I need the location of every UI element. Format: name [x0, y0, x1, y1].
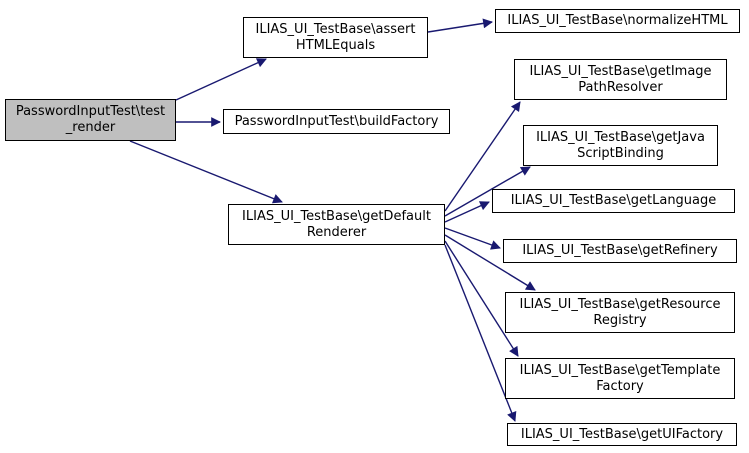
- node-label-line: ILIAS_UI_TestBase\getLanguage: [510, 193, 717, 208]
- edge-getDefaultRenderer-getLanguage: [444, 201, 490, 223]
- edge-assertHTMLEquals-normalizeHTML: [427, 18, 493, 33]
- node-test-render: PasswordInputTest\test _render: [5, 99, 176, 141]
- node-get-ui-factory[interactable]: ILIAS_UI_TestBase\getUIFactory: [507, 423, 737, 446]
- edge-getDefaultRenderer-getTemplateFactory: [444, 240, 519, 357]
- edge-test_render-assertHTMLEquals: [175, 58, 267, 101]
- node-label-line: ILIAS_UI_TestBase\getImage: [529, 63, 712, 79]
- node-label-line: Renderer: [306, 224, 367, 240]
- node-label-line: PathResolver: [578, 79, 663, 95]
- edge-getDefaultRenderer-getResourceRegistry: [444, 234, 536, 291]
- node-label-line: ILIAS_UI_TestBase\getDefault: [242, 208, 431, 224]
- node-label-line: ILIAS_UI_TestBase\getUIFactory: [520, 426, 724, 442]
- edge-test_render-getDefaultRenderer: [129, 140, 283, 204]
- node-label-line: ScriptBinding: [577, 145, 664, 161]
- node-get-refinery[interactable]: ILIAS_UI_TestBase\getRefinery: [503, 239, 737, 263]
- node-label-line: ILIAS_UI_TestBase\getJava: [536, 129, 705, 145]
- node-get-language[interactable]: ILIAS_UI_TestBase\getLanguage: [492, 189, 735, 213]
- edge-getDefaultRenderer-getJavaScriptBinding: [444, 166, 531, 217]
- node-get-default-renderer[interactable]: ILIAS_UI_TestBase\getDefault Renderer: [228, 204, 445, 245]
- node-assert-htmlequals[interactable]: ILIAS_UI_TestBase\assert HTMLEquals: [243, 17, 428, 58]
- node-build-factory[interactable]: PasswordInputTest\buildFactory: [223, 109, 450, 134]
- node-label-line: ILIAS_UI_TestBase\getTemplate: [519, 362, 721, 378]
- node-get-template-factory[interactable]: ILIAS_UI_TestBase\getTemplate Factory: [505, 358, 735, 399]
- node-label-line: ILIAS_UI_TestBase\getResource: [519, 296, 721, 312]
- node-label-line: Registry: [593, 312, 647, 328]
- node-label-line: ILIAS_UI_TestBase\normalizeHTML: [507, 13, 728, 28]
- node-label-line: _render: [65, 120, 116, 135]
- node-label-line: PasswordInputTest\buildFactory: [234, 113, 439, 129]
- node-label-line: ILIAS_UI_TestBase\assert: [255, 21, 416, 37]
- node-get-image-path-resolver[interactable]: ILIAS_UI_TestBase\getImage PathResolver: [514, 59, 727, 100]
- node-normalize-html[interactable]: ILIAS_UI_TestBase\normalizeHTML: [495, 9, 740, 33]
- node-label-line: Factory: [596, 378, 644, 394]
- node-get-java-script-binding[interactable]: ILIAS_UI_TestBase\getJava ScriptBinding: [523, 125, 718, 166]
- edge-getDefaultRenderer-getUIFactory: [444, 244, 517, 422]
- edge-getDefaultRenderer-getRefinery: [444, 227, 501, 250]
- node-label-line: ILIAS_UI_TestBase\getRefinery: [522, 243, 718, 258]
- node-get-resource-registry[interactable]: ILIAS_UI_TestBase\getResource Registry: [505, 292, 735, 333]
- node-label-line: HTMLEquals: [295, 37, 376, 53]
- edge-getDefaultRenderer-getImagePathResolver: [444, 101, 521, 212]
- node-label-line: PasswordInputTest\test: [15, 104, 166, 119]
